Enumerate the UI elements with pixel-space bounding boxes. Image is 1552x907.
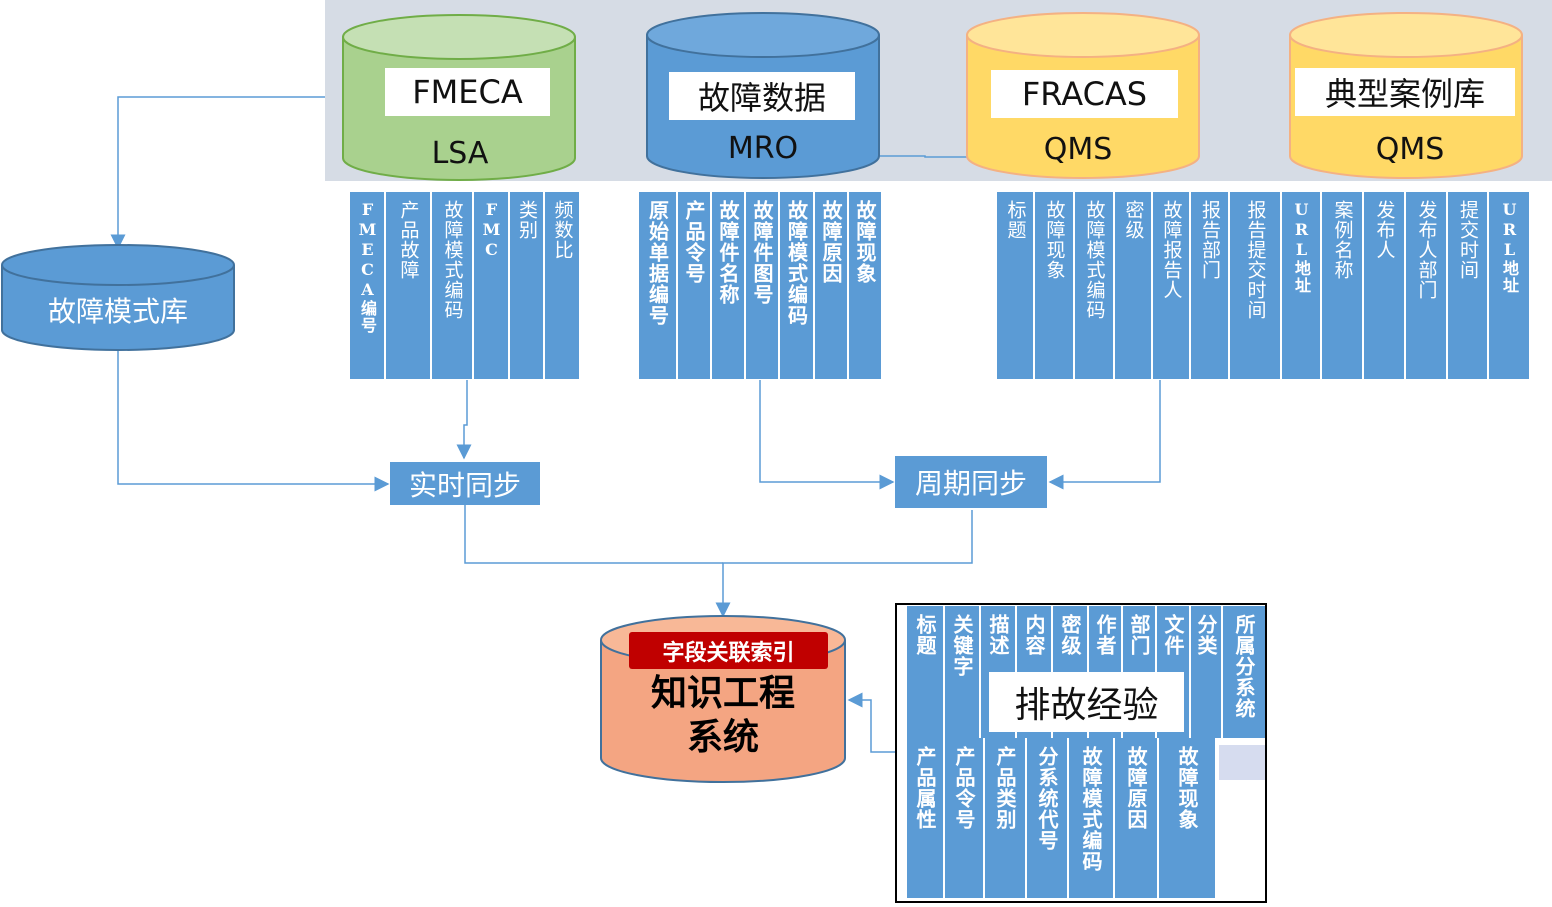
field-column: 发布人部门 [1406,192,1448,379]
field-column: 故障模式编码 [432,192,474,379]
field-column: 故障报告人 [1153,192,1191,379]
db-system-lsa: LSA [431,136,489,171]
field-column: 标题 [907,606,945,738]
connector-mro-to-periodic [759,380,895,490]
field-column: 发布人 [1364,192,1406,379]
db-title-case-library: 典型案例库 [1295,68,1515,116]
knowledge-title-line-2: 系统 [686,717,759,758]
field-column: 故障现象 [849,192,881,379]
connector-faultlib-to-realtime [117,350,390,492]
field-column: 故障件图号 [746,192,780,379]
fault-mode-library-label: 故障模式库 [47,295,188,328]
connector-realtime-down [464,505,723,564]
field-column: 分类 [1191,606,1223,738]
field-column: 产品令号 [945,738,985,898]
field-column: 故障模式编码 [780,192,815,379]
field-column: 报告部门 [1191,192,1230,379]
field-index-badge: 字段关联索引 [629,632,828,669]
field-column: 报告提交时间 [1230,192,1282,379]
experience-empty-cell [1219,745,1265,780]
knowledge-title-line-1: 知识工程 [650,673,795,714]
field-column: 故障原因 [815,192,849,379]
field-column: 故障现象 [1159,738,1215,898]
db-title-fault-data: 故障数据 [669,72,855,120]
field-column: URL地址 [1282,192,1322,379]
field-column: 产品令号 [678,192,712,379]
connector-panel-to-faultlib [110,96,325,250]
db-title-fmeca: FMECA [385,68,550,116]
connector-experience-to-knowledge [847,692,895,753]
experience-title: 排故经验 [989,672,1184,732]
field-column: 产品类别 [985,738,1027,898]
db-cylinder-fault-mode-library [0,244,235,351]
field-column: 故障原因 [1115,738,1159,898]
field-column: 故障模式编码 [1069,738,1115,898]
db-system-mro: MRO [727,131,799,166]
field-column: 类别 [510,192,545,379]
knowledge-system-title: 知识工程 系统 [620,672,826,760]
field-column: 标题 [997,192,1035,379]
field-column: 产品属性 [907,738,945,898]
connector-fracas-to-periodic [1048,380,1161,490]
field-column: FMECA编号 [350,192,386,379]
field-column: 提交时间 [1448,192,1489,379]
field-column: 关键字 [945,606,981,738]
field-column: FMC [474,192,510,379]
field-column: 频数比 [545,192,579,379]
field-column: 案例名称 [1322,192,1364,379]
connector-fmeca-to-realtime [456,380,472,460]
field-column: URL地址 [1489,192,1529,379]
connector-periodic-down [715,510,973,618]
field-column: 所属分系统 [1223,606,1265,738]
field-column: 原始单据编号 [639,192,678,379]
realtime-sync-box: 实时同步 [390,462,540,505]
field-column: 产品故障 [386,192,432,379]
db-system-qms: QMS [1043,132,1113,167]
field-column: 密级 [1115,192,1153,379]
field-column: 分系统代号 [1027,738,1069,898]
field-column: 故障模式编码 [1075,192,1115,379]
field-column: 故障件名称 [712,192,746,379]
db-title-fracas: FRACAS [991,70,1178,118]
field-column: 故障现象 [1035,192,1075,379]
db-system-qms: QMS [1375,132,1445,167]
periodic-sync-box: 周期同步 [895,456,1047,508]
